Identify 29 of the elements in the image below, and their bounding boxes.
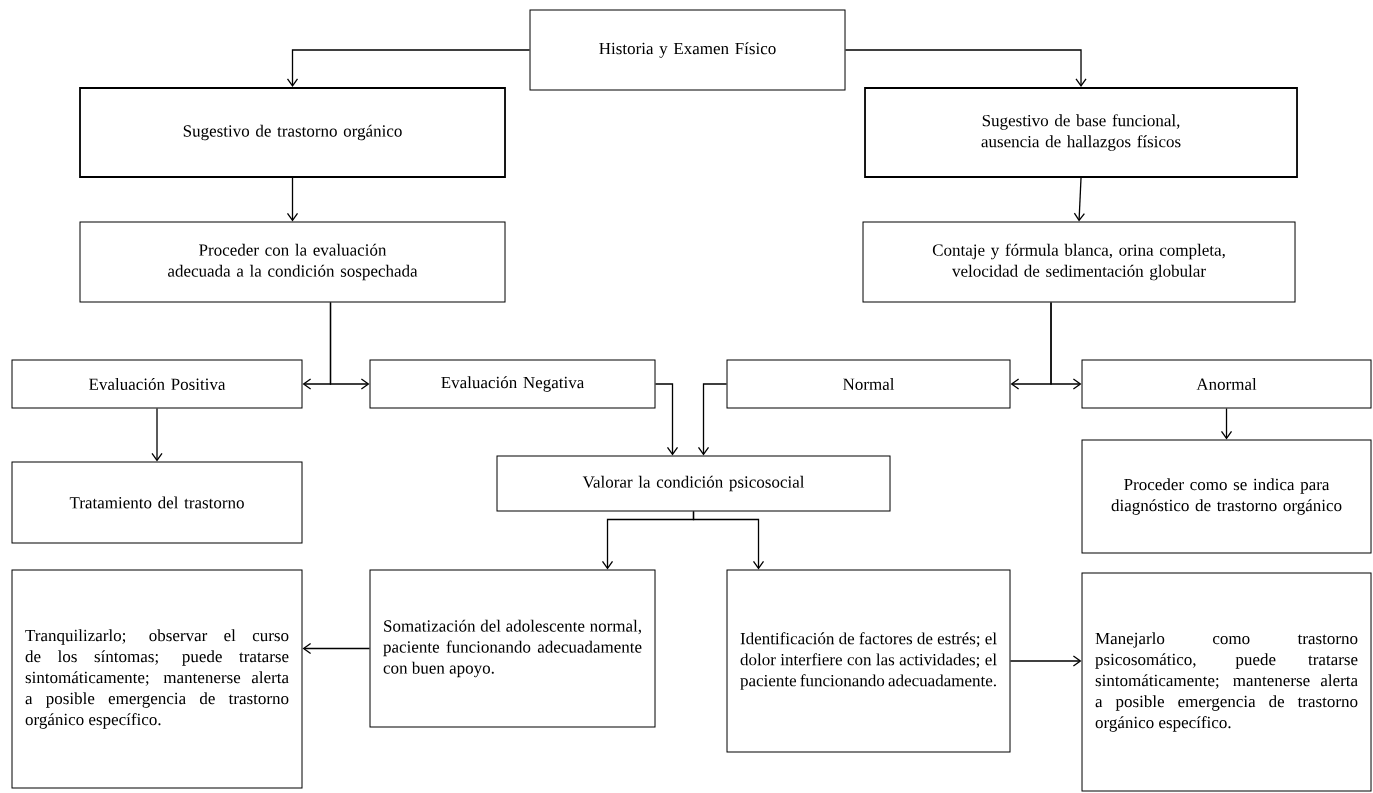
process-box: Normal — [726, 359, 1011, 409]
arrow — [302, 642, 371, 655]
arrow — [329, 301, 370, 390]
process-box: Tranquilizarlo; observar el curso de los síntomas; puede tratarse sintomáticamente; mantenerse alerta a posible emergencia de trastorno orgánico específico. — [11, 569, 303, 789]
process-box: Valorar la condición psicosocial — [496, 455, 891, 512]
arrow — [1220, 407, 1233, 440]
process-box: Contaje y fórmula blanca, orina completa, velocidad de sedimentación globular — [862, 221, 1296, 303]
process-box: Sugestivo de base funcional, ausencia de hallazgos físicos — [864, 87, 1298, 178]
arrow — [286, 177, 299, 222]
arrow — [1073, 177, 1086, 222]
arrow — [692, 510, 765, 570]
process-box: Evaluación Positiva — [11, 359, 303, 409]
process-box: Sugestivo de trastorno orgánico — [79, 87, 506, 178]
process-box: Anormal — [1081, 359, 1372, 409]
process-box: Tratamiento del trastorno — [11, 461, 303, 544]
arrow — [844, 49, 1087, 88]
process-box: Somatización del adolescente normal, paciente funcionando adecuadamente con buen apoyo. — [369, 569, 656, 728]
process-box: Historia y Examen Físico — [529, 9, 846, 91]
process-box: Proceder como se indica para diagnóstico de trastorno orgánico — [1081, 439, 1372, 554]
arrow — [654, 383, 679, 456]
process-box: Manejarlo como trastorno psicosomático, puede tratarse sintomáticamente; mantenerse alerta a posible emergencia de trastorno orgánico específico. — [1081, 572, 1372, 792]
process-box: Proceder con la evaluación adecuada a la condición sospechada — [79, 221, 506, 303]
arrow — [1009, 655, 1082, 667]
arrow — [1050, 301, 1082, 390]
arrow — [151, 407, 163, 462]
process-box: Identificación de factores de estrés; el dolor interfiere con las actividades; el paciente funcionando adecuadamente. — [726, 569, 1011, 753]
process-box: Evaluación Negativa — [369, 359, 656, 409]
arrow — [697, 383, 728, 456]
arrow — [286, 49, 531, 88]
